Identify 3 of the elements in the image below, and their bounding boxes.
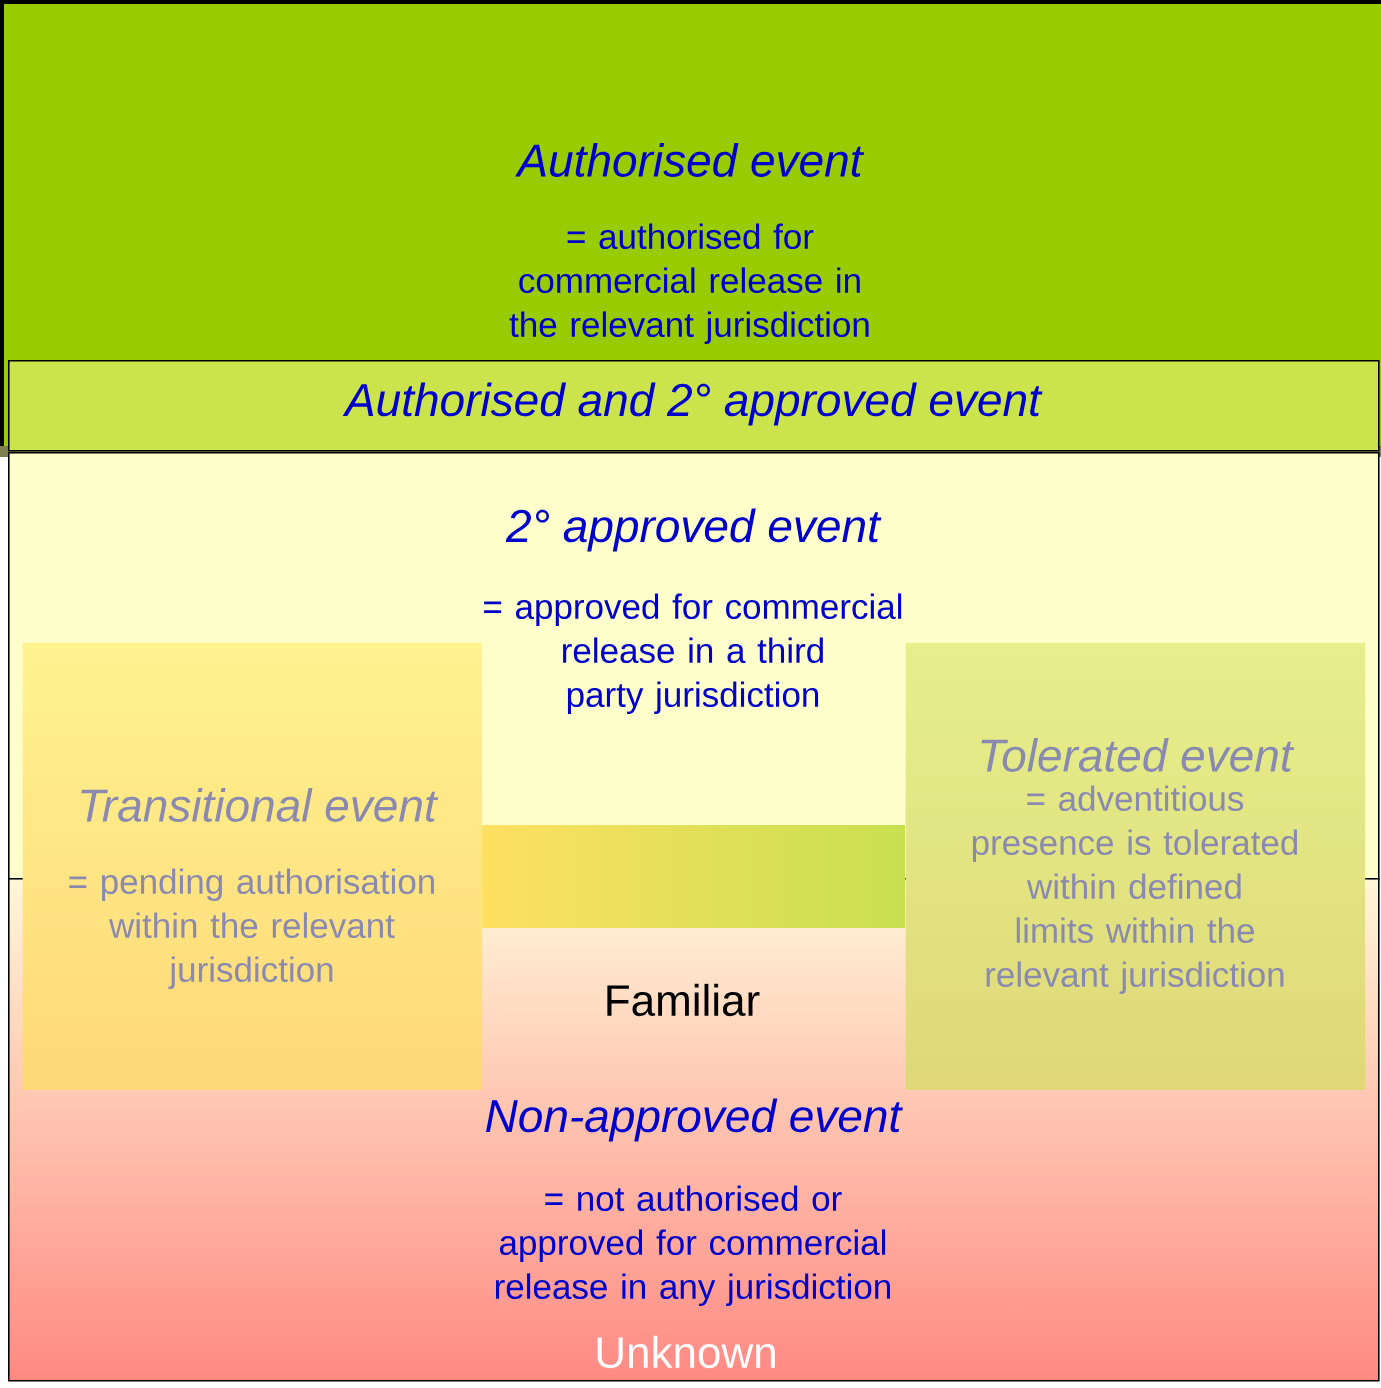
event-region: Authorised and 2° approved event	[8, 360, 1380, 452]
region-label: Unknown	[597, 1335, 775, 1369]
region-label: Familiar	[607, 983, 760, 1017]
